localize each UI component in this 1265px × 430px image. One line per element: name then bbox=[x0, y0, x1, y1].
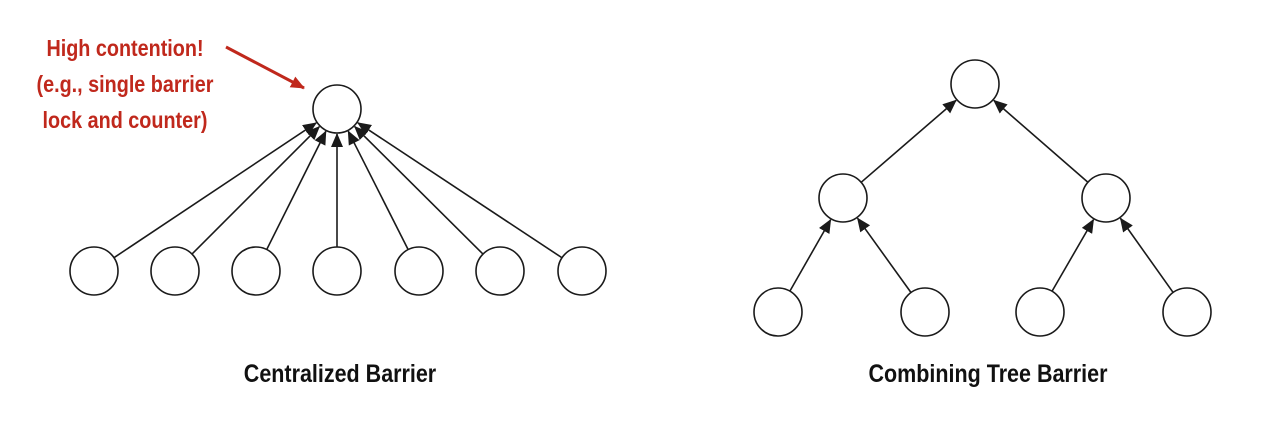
edge-centralized-p5-to-root bbox=[347, 130, 409, 250]
combining-tree-barrier-caption: Combining Tree Barrier bbox=[868, 360, 1108, 388]
node-tree-leaf-4 bbox=[1162, 287, 1212, 337]
node-tree-mid-left bbox=[818, 173, 868, 223]
node-centralized-p5 bbox=[394, 246, 444, 296]
annotation-line-2: (e.g., single barrier bbox=[36, 71, 214, 97]
node-tree-leaf-1 bbox=[753, 287, 803, 337]
node-tree-root bbox=[950, 59, 1000, 109]
node-centralized-p4 bbox=[312, 246, 362, 296]
edge-tree-mid-right-to-root bbox=[993, 99, 1089, 183]
edge-tree-leaf-4-to-mid-right bbox=[1119, 217, 1174, 293]
node-centralized-p1 bbox=[69, 246, 119, 296]
edge-centralized-p1-to-root bbox=[113, 122, 318, 259]
nodes-layer bbox=[69, 59, 1212, 337]
contention-annotation: High contention! (e.g., single barrier l… bbox=[18, 30, 233, 138]
annotation-line-3: lock and counter) bbox=[42, 107, 208, 133]
node-tree-mid-right bbox=[1081, 173, 1131, 223]
edge-tree-leaf-2-to-mid-left bbox=[856, 217, 912, 293]
edge-tree-leaf-1-to-mid-left bbox=[789, 218, 832, 292]
node-centralized-p7 bbox=[557, 246, 607, 296]
edge-tree-leaf-3-to-mid-right bbox=[1051, 218, 1095, 292]
edge-centralized-p2-to-root bbox=[191, 125, 321, 255]
edge-centralized-p6-to-root bbox=[354, 125, 484, 255]
annotation-arrow bbox=[225, 45, 305, 90]
edge-tree-mid-left-to-root bbox=[860, 99, 957, 183]
node-centralized-p3 bbox=[231, 246, 281, 296]
edge-centralized-p3-to-root bbox=[266, 130, 327, 250]
edge-centralized-p7-to-root bbox=[357, 122, 563, 259]
node-tree-leaf-2 bbox=[900, 287, 950, 337]
annotation-line-1: High contention! bbox=[46, 35, 204, 61]
node-centralized-p6 bbox=[475, 246, 525, 296]
centralized-barrier-caption: Centralized Barrier bbox=[243, 360, 437, 388]
node-centralized-p2 bbox=[150, 246, 200, 296]
node-centralized-root bbox=[312, 84, 362, 134]
node-tree-leaf-3 bbox=[1015, 287, 1065, 337]
edges-layer bbox=[113, 99, 1174, 293]
